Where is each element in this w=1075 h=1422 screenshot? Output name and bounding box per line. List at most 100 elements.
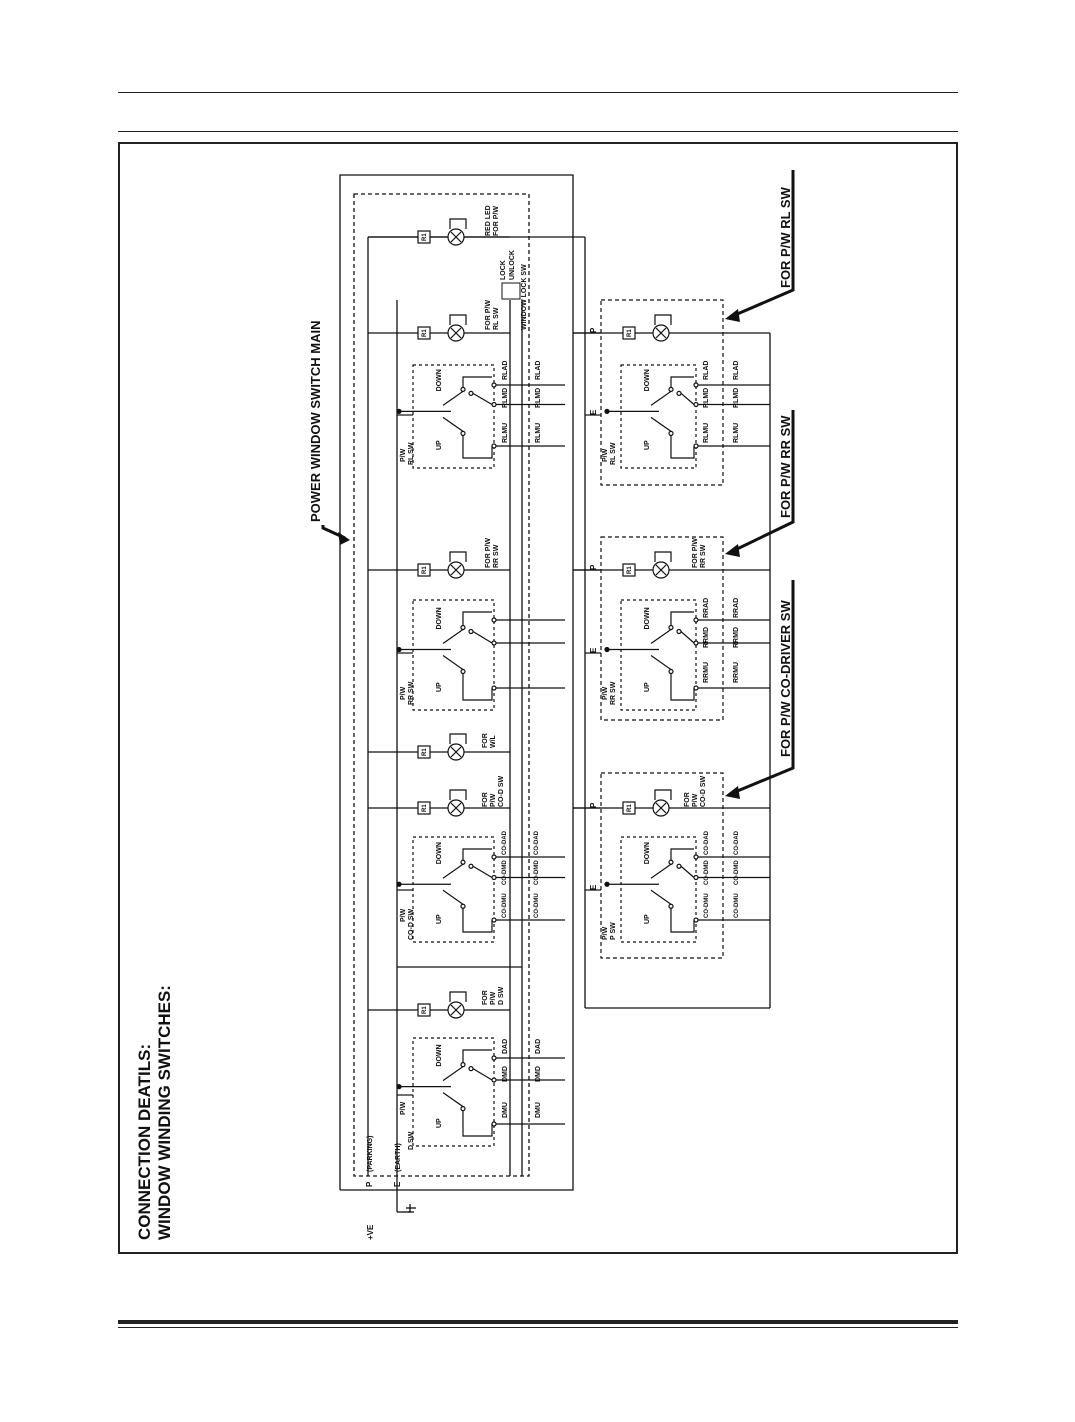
- sub-cod-name1: P/W: [602, 926, 609, 940]
- wire-d-2: DMD: [535, 1066, 542, 1082]
- wire-d-3: DAD: [535, 1039, 542, 1054]
- sub-rr-r1-label: R1: [627, 566, 633, 574]
- arrow-main: [321, 525, 346, 540]
- main-d-down-label: DOWN: [436, 1044, 443, 1066]
- main-cod-down-label: DOWN: [436, 842, 443, 864]
- main-d-term-3: DAD: [502, 1039, 509, 1054]
- main-cod-terminal-3: [491, 854, 497, 860]
- label-parking: (PARKING): [367, 1136, 374, 1172]
- main-rl-term-1: RLMU: [502, 423, 509, 443]
- main-wl-lamp-2: W/L: [490, 734, 497, 748]
- lock-label: LOCK: [500, 260, 507, 280]
- sub-rr-p: P: [589, 564, 598, 570]
- main-d-lamp-3: D SW: [498, 986, 505, 1005]
- wire-d-1: DMU: [535, 1102, 542, 1118]
- sub-rl-term-1: RLMU: [703, 423, 710, 443]
- sub-rl-r1-label: R1: [627, 329, 633, 337]
- header-rule-top: [118, 92, 958, 93]
- main-rr-r1-label: R1: [422, 566, 428, 574]
- sub-rl-e: E: [589, 409, 598, 415]
- main-rl-term-3: RLAD: [502, 361, 509, 380]
- main-d-r1-label: R1: [422, 1006, 428, 1014]
- diagram-frame: [118, 142, 958, 1254]
- sub-rl-terminal-3: [693, 382, 699, 388]
- main-cod-term-1: CO-DMU: [502, 893, 508, 918]
- sub-cod-lamp-1: FOR: [684, 792, 691, 807]
- sub-rr-name1: P/W: [602, 686, 609, 700]
- sub-rl-wire-1: RLMU: [733, 423, 740, 443]
- main-led-r1-label: R1: [422, 233, 428, 241]
- sub-rr-wire-3: RRAD: [733, 598, 740, 618]
- main-rr-terminal-3: [491, 617, 497, 623]
- sub-rr-term-2: RRMD: [703, 627, 710, 648]
- main-rl-terminal-3: [491, 382, 497, 388]
- window-lock-sw-label: WINDOW LOCK SW: [521, 264, 528, 330]
- sub-cod-wire-3: CO-DAD: [734, 830, 740, 855]
- sub-cod-r1-label: R1: [627, 804, 633, 812]
- sub-cod-term-3: CO-DAD: [704, 830, 710, 855]
- sub-rl-terminal-2: [693, 401, 699, 408]
- main-rr-lamp-2: RR SW: [493, 544, 500, 568]
- main-d-term-2: DMD: [502, 1066, 509, 1082]
- sub-cod-up-label: UP: [644, 914, 651, 924]
- sub-rr-lamp-1: FOR P/W: [692, 538, 699, 568]
- sub-rl-wire-3: RLAD: [733, 361, 740, 380]
- label-ve: +VE: [366, 1224, 375, 1240]
- main-cod-name1: P/W: [400, 908, 407, 922]
- main-d-term-1: DMU: [502, 1102, 509, 1118]
- sub-rl-name2: RL SW: [610, 442, 617, 465]
- sub-rl-housing: [600, 299, 724, 486]
- main-led-2: FOR P/W: [493, 206, 500, 236]
- sub-rl-wire-2: RLMD: [733, 388, 740, 408]
- main-rr-terminal-2: [491, 640, 497, 646]
- main-rl-name2: RL SW: [408, 442, 415, 465]
- footer-rule-thin: [118, 1327, 958, 1328]
- sub-cod-lamp-2: P/W: [692, 793, 699, 807]
- sub-cod-term-1: CO-DMU: [704, 893, 710, 918]
- wire-cod-2: CO-DMD: [534, 860, 540, 885]
- main-d-name2: D SW: [408, 1131, 415, 1150]
- main-d-terminal-3: [491, 1055, 497, 1061]
- sub-rr-box: [620, 599, 697, 711]
- arrow-rr: [734, 410, 795, 552]
- label-p: P: [365, 1181, 374, 1187]
- main-led-1: RED LED: [485, 205, 492, 236]
- sub-rr-term-3: RRAD: [703, 598, 710, 618]
- main-cod-terminal-2: [491, 874, 497, 881]
- main-rl-terminal-2: [491, 401, 497, 408]
- callout-main: POWER WINDOW SWITCH MAIN: [308, 321, 323, 522]
- main-rl-down-label: DOWN: [436, 369, 443, 391]
- main-rr-lamp-1: FOR P/W: [485, 538, 492, 568]
- arrow-cod: [734, 580, 795, 794]
- callout-rl: FOR P/W RL SW: [778, 186, 793, 288]
- sub-rl-term-3: RLAD: [703, 361, 710, 380]
- sub-rl-box: [620, 364, 697, 469]
- sub-rr-housing: [600, 536, 724, 721]
- sub-cod-wire-2: CO-DMD: [734, 860, 740, 885]
- sub-rr-wire-1: RRMU: [733, 662, 740, 683]
- sub-rl-p: P: [589, 327, 598, 333]
- sub-rr-terminal-2: [693, 640, 699, 646]
- main-rl-lamp-1: FOR P/W: [485, 300, 492, 330]
- heading-line1: CONNECTION DEATILS:: [135, 1044, 154, 1240]
- main-rl-up-label: UP: [436, 440, 443, 450]
- main-d-name1: P/W: [400, 1101, 407, 1115]
- main-rl-term-2: RLMD: [502, 388, 509, 408]
- footer-rule-thick: [118, 1320, 958, 1324]
- main-cod-lamp-2: P/W: [490, 793, 497, 807]
- main-d-box: [412, 1037, 495, 1147]
- main-cod-term-3: CO-DAD: [502, 830, 508, 855]
- main-rr-down-label: DOWN: [436, 607, 443, 629]
- sub-cod-p: P: [589, 802, 598, 808]
- window-lock-switch: [501, 282, 521, 300]
- sub-cod-wire-1: CO-DMU: [734, 893, 740, 918]
- label-earth: (EARTH): [395, 1143, 402, 1172]
- main-d-lamp-1: FOR: [482, 990, 489, 1005]
- sub-cod-name2: P SW: [610, 922, 617, 940]
- sub-rr-lamp-2: RR SW: [700, 544, 707, 568]
- sub-cod-down-label: DOWN: [644, 842, 651, 864]
- main-rr-up-label: UP: [436, 682, 443, 692]
- heading-line2: WINDOW WINDING SWITCHES:: [155, 985, 174, 1240]
- sub-cod-lamp-3: CO-D SW: [700, 776, 707, 808]
